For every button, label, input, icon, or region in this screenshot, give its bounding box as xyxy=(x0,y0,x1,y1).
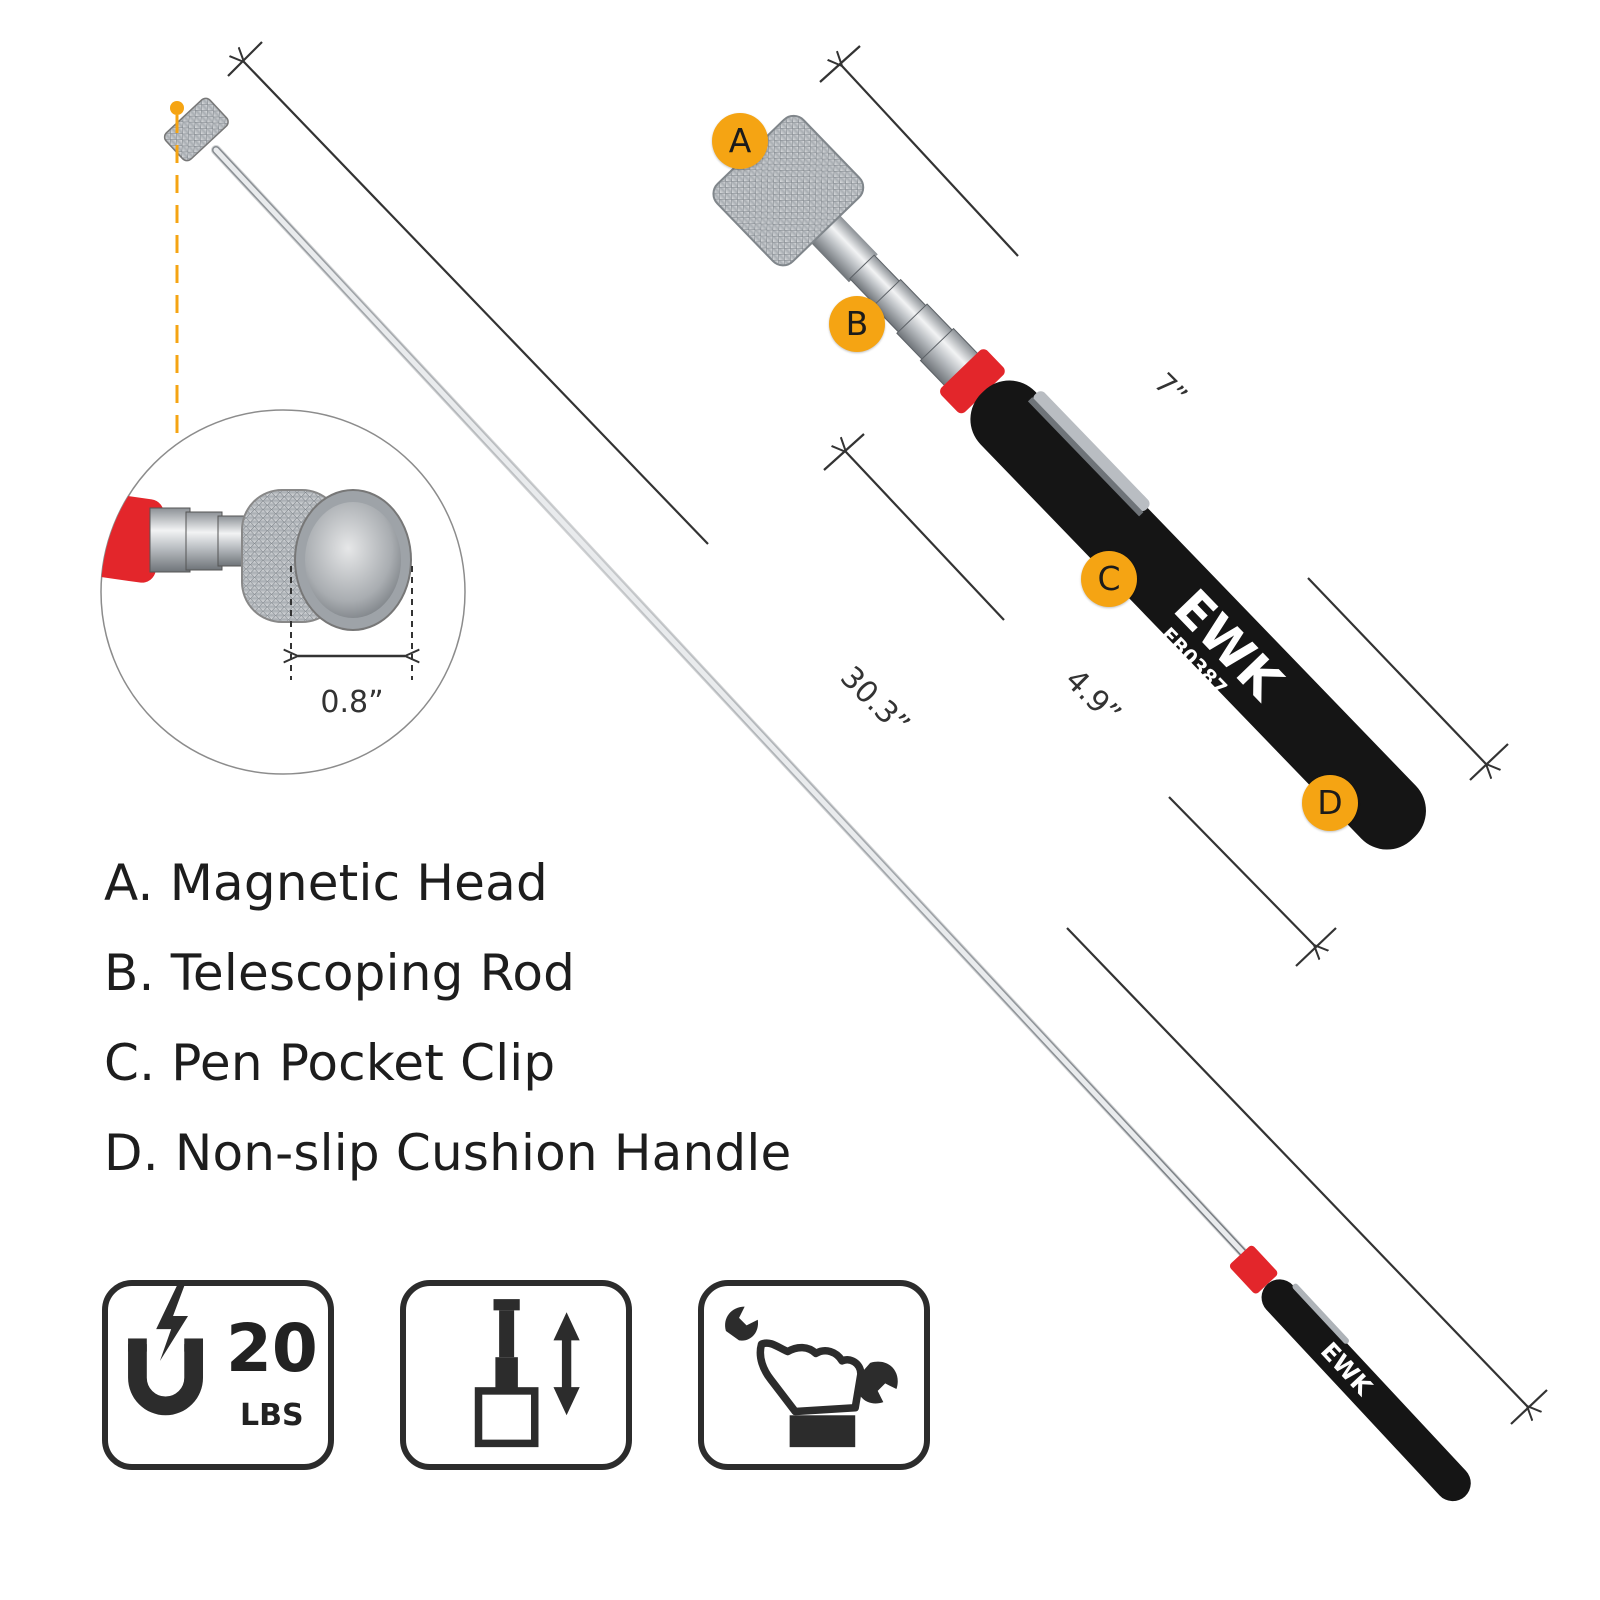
callout-a: A xyxy=(712,113,768,169)
feature-magnetic-head: A. Magnetic Head xyxy=(104,854,548,912)
feature-pocket-clip: C. Pen Pocket Clip xyxy=(104,1034,556,1092)
badge-easy-grip xyxy=(698,1280,930,1470)
callout-b: B xyxy=(829,296,885,352)
zoom-detail xyxy=(100,409,466,775)
total-length-label: 30.3” xyxy=(833,660,916,743)
badge-telescoping xyxy=(400,1280,632,1470)
callout-c: C xyxy=(1081,551,1137,607)
feature-list: A. Magnetic Head B. Telescoping Rod C. P… xyxy=(104,838,791,1198)
magnet-lightning-icon xyxy=(128,1286,204,1416)
feature-cushion-handle: D. Non-slip Cushion Handle xyxy=(104,1124,792,1182)
head-diameter-label: 0.8” xyxy=(320,685,383,720)
telescoping-arrow-icon xyxy=(474,1299,580,1448)
badge-magnet-strength: 20 LBS xyxy=(102,1280,334,1470)
feature-telescoping-rod: B. Telescoping Rod xyxy=(104,944,576,1002)
extended-tool: EWK EB0387 xyxy=(163,97,1471,1502)
small-magnetic-head xyxy=(163,97,229,162)
handle-length-label: 4.9” xyxy=(1058,663,1127,732)
magnet-strength-value: 20 xyxy=(226,1310,318,1387)
dimension-lines xyxy=(227,41,1548,1425)
callout-d: D xyxy=(1302,775,1358,831)
hand-wrench-icon xyxy=(725,1306,898,1448)
collapsed-length-label: 7” xyxy=(1148,366,1194,412)
collapsed-tool: EWK EB0387 xyxy=(712,114,1426,850)
magnet-strength-unit: LBS xyxy=(240,1398,304,1433)
